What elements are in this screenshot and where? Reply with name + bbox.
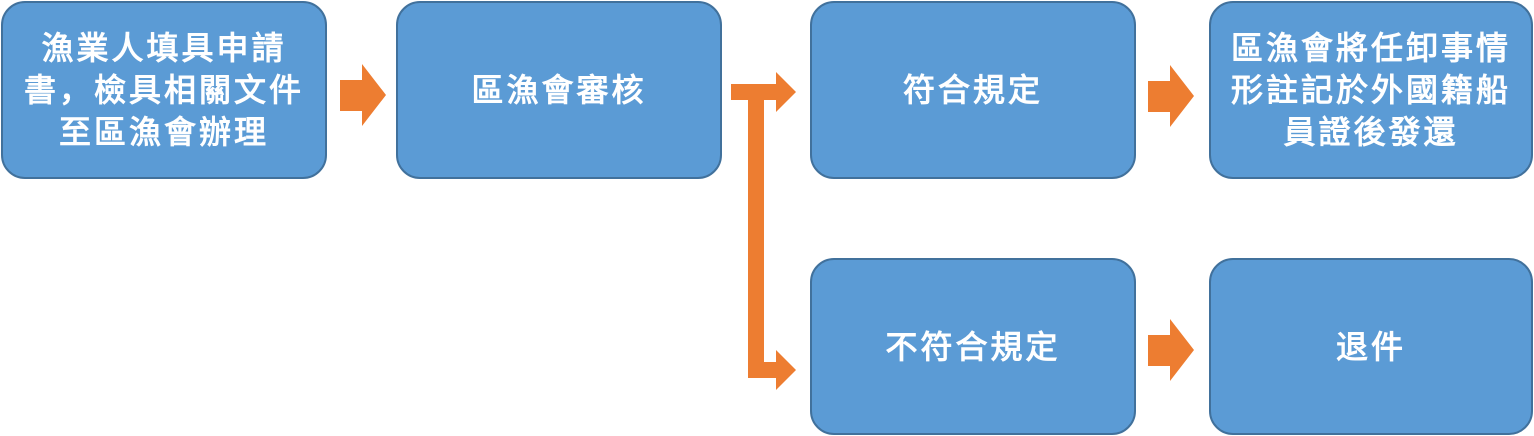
node-noncompliant: 不符合規定 bbox=[810, 258, 1136, 435]
node-apply: 漁業人填具申請書，檢具相關文件至區漁會辦理 bbox=[1, 1, 327, 179]
node-register: 區漁會將任卸事情形註記於外國籍船員證後發還 bbox=[1209, 1, 1533, 179]
split-arrowhead-top bbox=[776, 72, 796, 112]
arrow-noncompliant-to-return bbox=[1148, 319, 1194, 381]
split-vertical bbox=[748, 84, 764, 378]
split-arrowhead-bottom bbox=[776, 350, 796, 390]
node-noncompliant-label: 不符合規定 bbox=[885, 327, 1061, 366]
node-compliant: 符合規定 bbox=[810, 1, 1136, 179]
arrow-review-split bbox=[731, 72, 796, 390]
node-review-label: 區漁會審核 bbox=[471, 71, 647, 109]
node-register-label: 區漁會將任卸事情形註記於外國籍船員證後發還 bbox=[1230, 29, 1511, 151]
arrow-compliant-to-register bbox=[1148, 65, 1194, 127]
node-apply-label: 漁業人填具申請書，檢具相關文件至區漁會辦理 bbox=[23, 29, 304, 151]
node-review: 區漁會審核 bbox=[396, 1, 722, 179]
split-horizontal-bottom bbox=[748, 362, 779, 378]
node-compliant-label: 符合規定 bbox=[902, 71, 1043, 109]
node-return-label: 退件 bbox=[1335, 327, 1406, 366]
node-return: 退件 bbox=[1209, 258, 1533, 435]
arrow-apply-to-review bbox=[340, 64, 386, 126]
